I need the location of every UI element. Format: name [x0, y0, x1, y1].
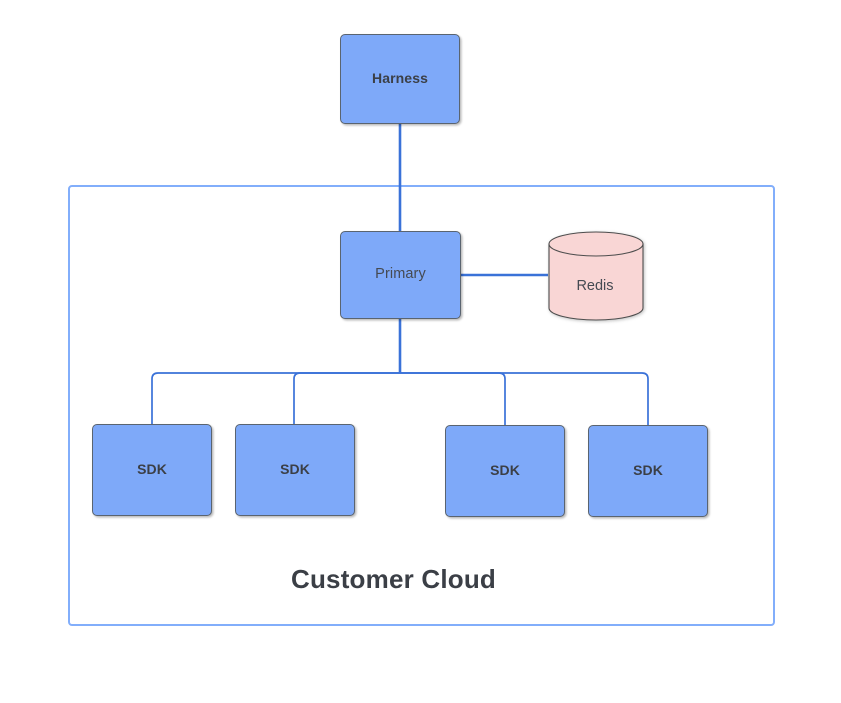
node-sdk-3-label: SDK — [490, 462, 520, 479]
node-primary[interactable]: Primary — [340, 231, 461, 319]
cylinder-shape — [548, 231, 644, 321]
node-sdk-1[interactable]: SDK — [92, 424, 212, 516]
node-sdk-2[interactable]: SDK — [235, 424, 355, 516]
node-sdk-2-label: SDK — [280, 461, 310, 478]
customer-cloud-label: Customer Cloud — [290, 564, 497, 594]
customer-cloud-container[interactable] — [68, 185, 775, 626]
node-harness-label: Harness — [372, 70, 428, 87]
node-sdk-4-label: SDK — [633, 462, 663, 479]
node-sdk-1-label: SDK — [137, 461, 167, 478]
node-harness[interactable]: Harness — [340, 34, 460, 124]
node-redis[interactable]: Redis — [548, 231, 644, 321]
node-sdk-4[interactable]: SDK — [588, 425, 708, 517]
node-redis-label: Redis — [576, 278, 614, 294]
node-primary-label: Primary — [375, 266, 426, 283]
node-sdk-3[interactable]: SDK — [445, 425, 565, 517]
